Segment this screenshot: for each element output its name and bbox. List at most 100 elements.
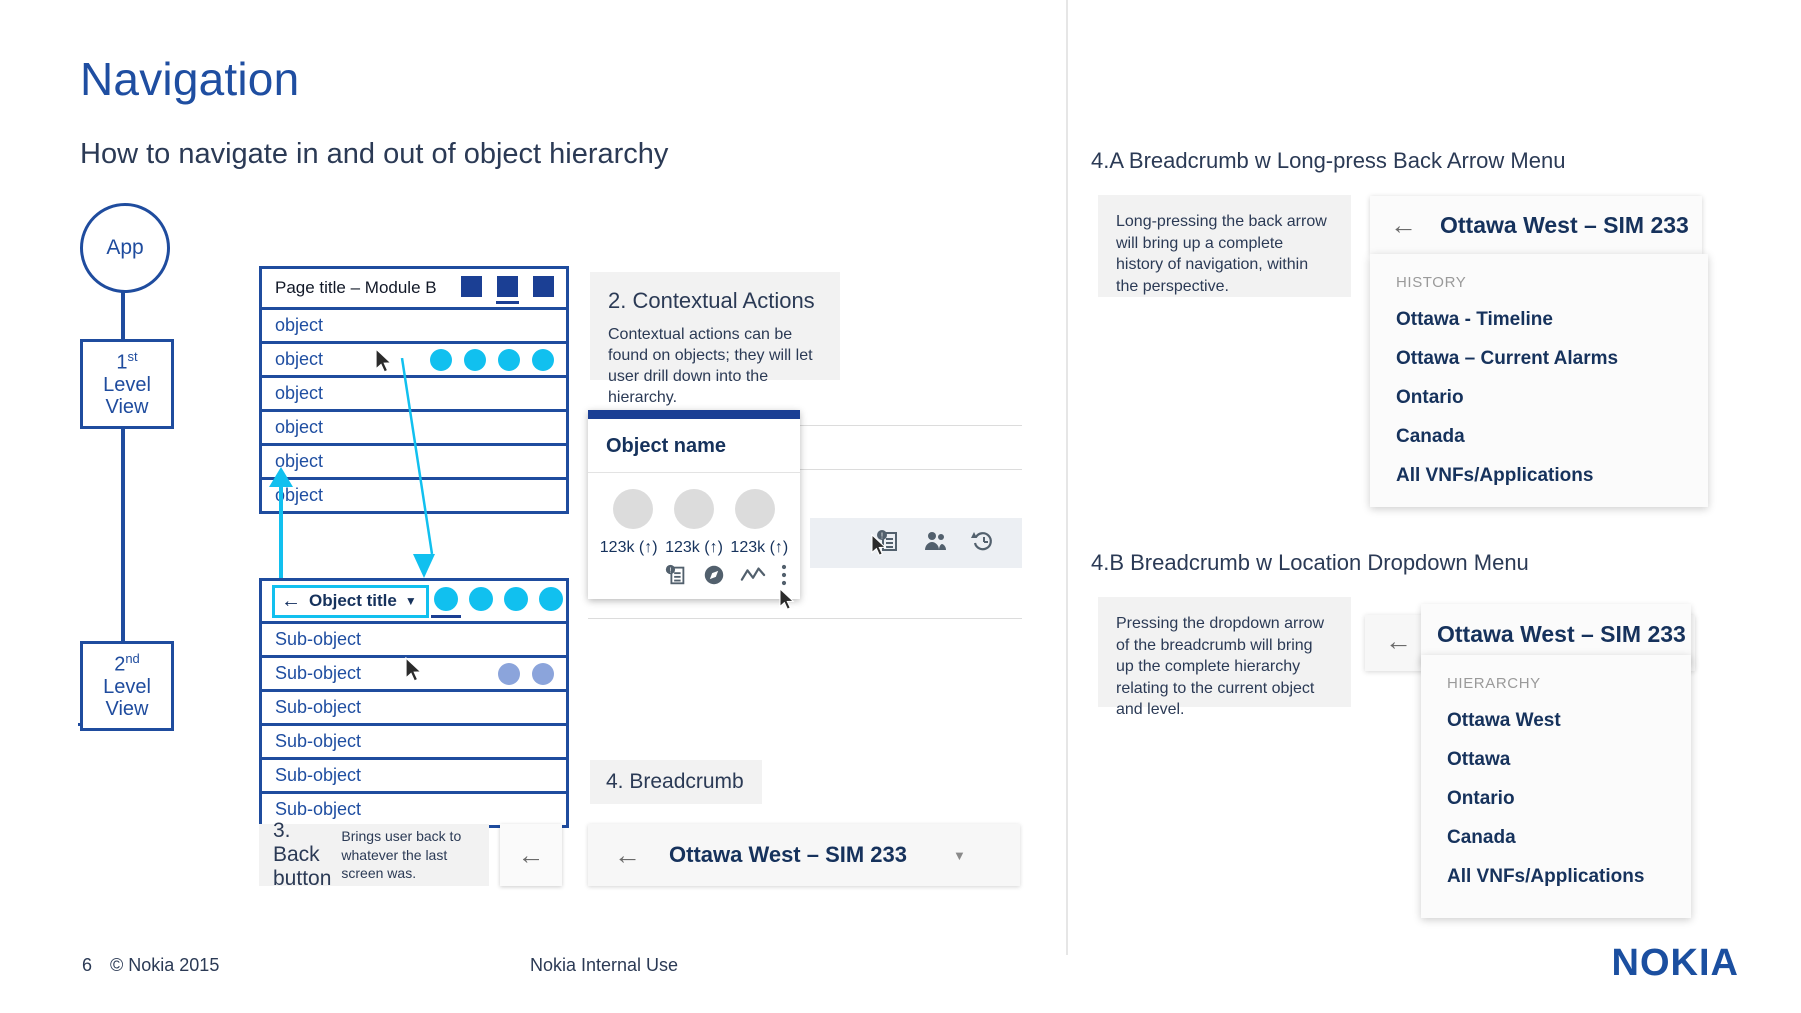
panel-first-level-view: Page title – Module B object object obje… [259, 266, 569, 514]
section-b-menu-item-5[interactable]: All VNFs/Applications [1447, 866, 1645, 887]
panel1-tab-group [461, 276, 554, 304]
compass-icon[interactable] [702, 563, 726, 587]
section-b-note: Pressing the dropdown arrow of the bread… [1098, 597, 1351, 718]
panel2-row-4-label: Sub-object [275, 731, 362, 751]
chevron-down-icon[interactable]: ▼ [404, 594, 417, 608]
callout-breadcrumb-title: 4. Breadcrumb [606, 770, 744, 793]
alarm-list-icon[interactable]: ! [664, 563, 688, 587]
footer-classification: Nokia Internal Use [530, 955, 679, 975]
section-a-menu-item-3[interactable]: Ontario [1396, 387, 1464, 408]
panel2-tab-dot-1-active[interactable] [431, 587, 461, 618]
sub-contextual-action-dot-2[interactable] [532, 662, 554, 685]
level2-ordinal-number: 2 [114, 653, 126, 676]
section-b-back-arrow-icon[interactable]: ← [1385, 628, 1412, 655]
callout-back-button-title-line1: 3. Back [273, 818, 320, 866]
section-a-menu-item-2[interactable]: Ottawa – Current Alarms [1396, 348, 1619, 369]
panel1-row-2[interactable]: object [262, 344, 566, 378]
panel2-row-6-label: Sub-object [275, 799, 362, 819]
section-a-breadcrumb-bar[interactable] [1370, 196, 1702, 254]
breadcrumb-bar-demo[interactable]: ← Ottawa West – SIM 233 ▼ [588, 824, 1020, 886]
level1-line3: View [105, 396, 149, 419]
back-arrow-icon[interactable]: ← [614, 839, 641, 870]
panel2-row-5[interactable]: Sub-object [262, 760, 566, 794]
panel1-tab-1[interactable] [461, 276, 482, 297]
panel2-row-6[interactable]: Sub-object [262, 794, 566, 825]
panel2-breadcrumb-button[interactable]: ← Object title ▼ [272, 584, 429, 618]
flow-node-app: App [80, 203, 170, 293]
history-clock-icon[interactable] [971, 528, 997, 559]
contextual-action-dot-3[interactable] [498, 348, 520, 371]
level1-ordinal: 1st [116, 348, 138, 374]
kpi-value-2: 123k (↑) [665, 539, 723, 556]
object-card-actions: ! [588, 561, 800, 599]
callout-breadcrumb: 4. Breadcrumb [590, 760, 762, 804]
panel1-row-5[interactable]: object [262, 446, 566, 480]
alarm-list-icon[interactable]: ! [875, 528, 901, 559]
flow-arrow-drill-down [400, 357, 440, 585]
panel2-row-4[interactable]: Sub-object [262, 726, 566, 760]
sub-contextual-action-dot-1[interactable] [498, 662, 520, 685]
section-b-menu-item-4[interactable]: Canada [1447, 827, 1516, 848]
panel1-tab-2-active[interactable] [496, 276, 519, 304]
panel2-row-2[interactable]: Sub-object [262, 658, 566, 692]
panel-second-level-view: ← Object title ▼ Sub-object Sub-object S… [259, 578, 569, 828]
back-button-demo[interactable]: ← [500, 824, 562, 886]
panel2-tab-group [431, 587, 563, 618]
object-card-title: Object name [588, 419, 800, 473]
section-b-menu-item-2[interactable]: Ottawa [1447, 749, 1511, 770]
kpi-value-1: 123k (↑) [599, 539, 658, 556]
panel2-title: Object title [309, 591, 397, 610]
level2-ordinal: 2nd [114, 651, 140, 676]
chevron-down-icon[interactable]: ▼ [953, 847, 966, 863]
panel1-tab-3[interactable] [533, 276, 554, 297]
section-b-hierarchy-menu: HIERARCHY Ottawa West Ottawa Ontario Can… [1421, 655, 1691, 918]
section-a-note: Long-pressing the back arrow will bring … [1098, 195, 1351, 297]
flow-node-level2: 2nd Level View [80, 641, 174, 731]
section-b-menu-item-1[interactable]: Ottawa West [1447, 710, 1561, 731]
svg-text:!: ! [669, 566, 671, 575]
panel2-tab-dot-3[interactable] [504, 587, 528, 611]
panel2-row-3[interactable]: Sub-object [262, 692, 566, 726]
back-arrow-glyph: ← [1390, 210, 1417, 240]
panel1-row-3[interactable]: object [262, 378, 566, 412]
panel1-row-6-label: object [275, 485, 324, 505]
trend-chart-icon[interactable] [740, 563, 766, 587]
panel1-row-1[interactable]: object [262, 310, 566, 344]
contextual-action-dot-2[interactable] [464, 348, 486, 371]
section-a-history-menu: HISTORY Ottawa - Timeline Ottawa – Curre… [1370, 254, 1708, 507]
section-a-menu-item-1[interactable]: Ottawa - Timeline [1396, 309, 1553, 330]
section-a-menu-item-5[interactable]: All VNFs/Applications [1396, 465, 1594, 486]
section-b-title: 4.B Breadcrumb w Location Dropdown Menu [1091, 550, 1529, 575]
level1-ordinal-suffix: st [127, 348, 138, 364]
section-b-menu-item-3[interactable]: Ontario [1447, 788, 1515, 809]
section-a-title: 4.A Breadcrumb w Long-press Back Arrow M… [1091, 148, 1566, 173]
section-a-menu-item-4[interactable]: Canada [1396, 426, 1465, 447]
section-b-menu-header: HIERARCHY [1447, 675, 1541, 692]
panel2-tab-dot-2[interactable] [469, 587, 493, 611]
kpi-value-3: 123k (↑) [730, 539, 789, 556]
panel2-tab-dot-4[interactable] [539, 587, 563, 611]
kpi-circle-3 [735, 489, 776, 529]
object-name-card: Object name 123k (↑) 123k (↑) 123k (↑) ! [588, 410, 800, 599]
panel2-row-5-label: Sub-object [275, 765, 362, 785]
back-arrow-icon[interactable]: ← [281, 590, 301, 612]
panel1-row-5-label: object [275, 451, 324, 471]
back-arrow-icon[interactable]: ← [517, 839, 545, 870]
contextual-action-dot-4[interactable] [532, 348, 554, 371]
section-a-back-arrow-icon[interactable]: ← [1390, 212, 1417, 239]
people-icon[interactable] [923, 528, 949, 559]
kpi-circle-2 [673, 489, 714, 529]
flow-node-level1: 1st Level View [80, 339, 174, 429]
more-vertical-icon[interactable] [780, 563, 788, 587]
contextual-action-dot-1[interactable] [430, 348, 452, 371]
panel1-row-6[interactable]: object [262, 480, 566, 511]
kpi-circle-1 [612, 489, 653, 529]
level2-line2: Level [103, 675, 151, 698]
level1-ordinal-number: 1 [116, 351, 128, 374]
flow-arrow-up-to-parent [268, 467, 294, 584]
section-b-breadcrumb-card[interactable]: Ottawa West – SIM 233 [1421, 604, 1691, 664]
panel2-row-2-contextual-actions [498, 662, 554, 685]
panel1-title: Page title – Module B [275, 278, 437, 297]
panel2-row-1[interactable]: Sub-object [262, 624, 566, 658]
callout-contextual-actions-title: 2. Contextual Actions [608, 288, 815, 313]
